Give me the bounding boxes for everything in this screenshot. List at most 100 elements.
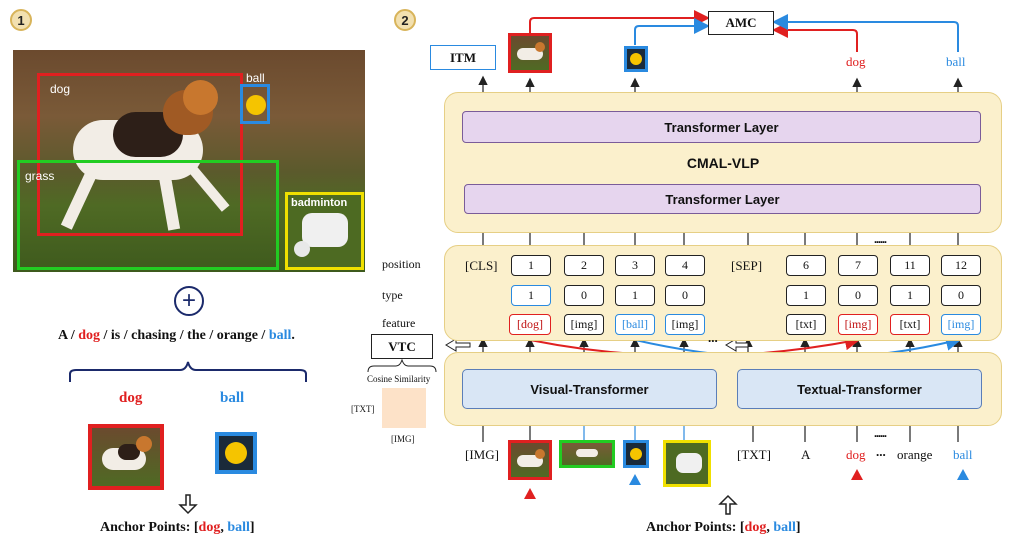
cmal-vlp-title: CMAL-VLP bbox=[686, 155, 760, 171]
anchor-sep: , bbox=[766, 520, 774, 535]
grass-box bbox=[17, 160, 279, 270]
anchor-dog: dog bbox=[198, 520, 221, 535]
plus-icon: + bbox=[174, 286, 204, 316]
top-dog-image bbox=[508, 33, 552, 73]
row-label-feature: feature bbox=[382, 316, 416, 330]
amc-arrow-ball-txt bbox=[772, 14, 959, 52]
sentence-dog: dog bbox=[78, 328, 101, 343]
vtc-arrow-2 bbox=[725, 338, 749, 352]
position-cell: 6 bbox=[786, 255, 826, 276]
cosine-similarity-label: Cosine Similarity bbox=[367, 374, 431, 384]
input-word-ball: ball bbox=[953, 447, 973, 462]
anchor-dog: dog bbox=[744, 520, 767, 535]
input-img-token: [IMG] bbox=[465, 447, 499, 462]
top-dog-label: dog bbox=[846, 54, 866, 69]
word-dog: dog bbox=[119, 390, 143, 406]
brace bbox=[69, 361, 307, 382]
input-word-orange: orange bbox=[897, 447, 933, 462]
position-cell: 3 bbox=[615, 255, 655, 276]
feature-cell: [txt] bbox=[786, 314, 826, 335]
position-cell: 7 bbox=[838, 255, 878, 276]
triangle-red-img bbox=[524, 488, 536, 499]
type-cell: 1 bbox=[890, 285, 930, 306]
txt-axis-label: [TXT] bbox=[351, 404, 375, 414]
dog-crop bbox=[88, 424, 164, 490]
sentence-part-3: . bbox=[291, 328, 295, 343]
input-ball-image bbox=[623, 440, 649, 468]
ball-crop bbox=[215, 432, 257, 474]
ball-box bbox=[240, 84, 270, 124]
feature-cell: [img] bbox=[838, 314, 878, 335]
amc-arrow-ball-img bbox=[634, 18, 710, 45]
down-arrow-left bbox=[178, 494, 198, 515]
input-dots-top: ...... bbox=[874, 426, 887, 440]
word-ball: ball bbox=[220, 390, 245, 406]
amc-arrow-dog-img bbox=[529, 10, 710, 35]
position-cell: 4 bbox=[665, 255, 705, 276]
sentence-part-2: / is / chasing / the / orange / bbox=[100, 328, 269, 343]
anchor-suffix: ] bbox=[795, 520, 801, 535]
visual-transformer: Visual-Transformer bbox=[462, 369, 717, 409]
sep-token: [SEP] bbox=[731, 258, 763, 273]
textual-transformer: Textual-Transformer bbox=[737, 369, 982, 409]
dog-box-label: dog bbox=[50, 82, 71, 96]
anchor-prefix: Anchor Points: [ bbox=[646, 520, 745, 535]
anchor-points-left: Anchor Points: [dog, ball] bbox=[100, 520, 255, 536]
badge-1: 1 bbox=[10, 9, 32, 31]
input-grass-image bbox=[559, 440, 615, 468]
img-axis-label: [IMG] bbox=[391, 434, 415, 444]
triangle-blue-img bbox=[629, 474, 641, 485]
feature-cell: [img] bbox=[665, 314, 705, 335]
anchor-ball: ball bbox=[773, 520, 796, 535]
similarity-matrix bbox=[382, 388, 426, 428]
feature-dots: ... bbox=[708, 330, 718, 345]
row-label-type: type bbox=[382, 288, 403, 302]
type-cell: 0 bbox=[665, 285, 705, 306]
input-badminton-image bbox=[663, 440, 711, 487]
position-cell: 11 bbox=[890, 255, 930, 276]
input-dog-image bbox=[508, 440, 552, 480]
badge-2: 2 bbox=[394, 9, 416, 31]
position-dots: ...... bbox=[874, 232, 887, 246]
position-cell: 12 bbox=[941, 255, 981, 276]
badminton-box bbox=[285, 192, 364, 270]
anchor-suffix: ] bbox=[249, 520, 255, 535]
vtc-brace bbox=[367, 358, 437, 373]
triangle-red-txt bbox=[851, 469, 863, 480]
cls-token: [CLS] bbox=[465, 258, 498, 273]
grass-box-label: grass bbox=[25, 169, 55, 183]
type-cell: 0 bbox=[941, 285, 981, 306]
sentence-ball: ball bbox=[268, 328, 292, 343]
transformer-layer-top: Transformer Layer bbox=[462, 111, 981, 143]
type-cell: 0 bbox=[564, 285, 604, 306]
sentence-part-1: A / bbox=[58, 328, 79, 343]
dog-box bbox=[37, 73, 243, 236]
itm-box: ITM bbox=[430, 45, 496, 70]
position-cell: 2 bbox=[564, 255, 604, 276]
anchor-ball: ball bbox=[227, 520, 250, 535]
feature-cell-dog: [dog] bbox=[509, 314, 551, 335]
type-cell: 0 bbox=[838, 285, 878, 306]
feature-cell-ball: [ball] bbox=[615, 314, 655, 335]
row-label-position: position bbox=[382, 257, 421, 271]
type-cell: 1 bbox=[511, 285, 551, 306]
top-ball-label: ball bbox=[946, 54, 966, 69]
up-arrow-right bbox=[718, 494, 738, 515]
caption-sentence: A / dog / is / chasing / the / orange / … bbox=[58, 328, 295, 344]
input-dots: ... bbox=[876, 444, 886, 459]
badminton-box-label: badminton bbox=[291, 197, 348, 209]
feature-cell: [img] bbox=[941, 314, 981, 335]
type-cell: 1 bbox=[786, 285, 826, 306]
input-txt-token: [TXT] bbox=[737, 447, 771, 462]
feature-cell: [txt] bbox=[890, 314, 930, 335]
triangle-blue-txt bbox=[957, 469, 969, 480]
feature-cell: [img] bbox=[564, 314, 604, 335]
transformer-layer-bottom: Transformer Layer bbox=[464, 184, 981, 214]
position-cell: 1 bbox=[511, 255, 551, 276]
anchor-prefix: Anchor Points: [ bbox=[100, 520, 199, 535]
vtc-arrow bbox=[445, 338, 471, 352]
type-cell: 1 bbox=[615, 285, 655, 306]
top-ball-image bbox=[624, 46, 648, 72]
vtc-box: VTC bbox=[371, 334, 433, 359]
